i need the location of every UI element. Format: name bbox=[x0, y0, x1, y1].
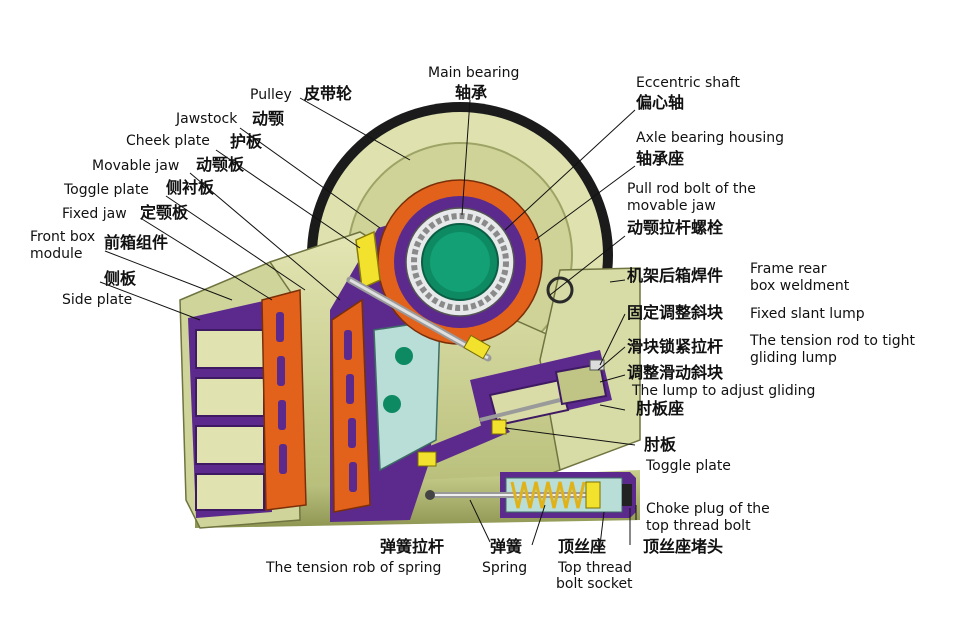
fixed-jaw-plate bbox=[261, 289, 307, 511]
frame-rear-box bbox=[470, 267, 641, 472]
cheek-plate bbox=[355, 230, 381, 290]
pulley-zh: 皮带轮 bbox=[304, 84, 353, 103]
eccentric-shaft-zh: 偏心轴 bbox=[636, 93, 685, 112]
toggle-right-en: Toggle plate bbox=[646, 458, 731, 474]
leader-lines bbox=[99, 97, 637, 546]
side-plate-zh: 侧板 bbox=[104, 269, 137, 288]
toggle-left-zh: 侧衬板 bbox=[166, 178, 215, 197]
spring-zh: 弹簧 bbox=[490, 537, 523, 556]
spring-rod-zh: 弹簧拉杆 bbox=[380, 537, 445, 556]
pull-rod-en-2: movable jaw bbox=[627, 198, 716, 214]
axle-housing-en: Axle bearing housing bbox=[636, 130, 785, 146]
toggle-right-zh: 肘板 bbox=[644, 435, 677, 454]
toggle-left-en: Toggle plate bbox=[64, 182, 149, 198]
choke-plug-zh: 顶丝座堵头 bbox=[643, 537, 724, 556]
fixed-slant-zh: 固定调整斜块 bbox=[627, 303, 724, 322]
cheek-plate-zh: 护板 bbox=[230, 132, 263, 151]
movable-jaw-zh: 动颚板 bbox=[196, 155, 245, 174]
front-box-en-1: Front box bbox=[30, 229, 96, 245]
toggle-plate bbox=[417, 418, 510, 467]
frame-rear-zh: 机架后箱焊件 bbox=[627, 266, 724, 285]
bearing-housing bbox=[377, 179, 543, 345]
adjust-gliding-zh: 调整滑动斜块 bbox=[627, 363, 724, 382]
pulley-en: Pulley bbox=[250, 87, 292, 103]
main-bearing-zh: 轴承 bbox=[455, 83, 488, 102]
movable-jaw-en: Movable jaw bbox=[92, 158, 180, 174]
toggle-seat-zh: 肘板座 bbox=[636, 399, 685, 418]
fixed-slant-en: Fixed slant lump bbox=[750, 306, 865, 322]
socket-en-2: bolt socket bbox=[556, 576, 633, 592]
axle-housing-zh: 轴承座 bbox=[636, 149, 685, 168]
fixed-jaw-zh: 定颚板 bbox=[140, 203, 189, 222]
tension-rod-en-1: The tension rod to tight bbox=[750, 333, 916, 349]
jawstock-en: Jawstock bbox=[176, 111, 238, 127]
side-plate-en: Side plate bbox=[62, 292, 133, 308]
choke-plug-en-2: top thread bolt bbox=[646, 518, 751, 534]
front-box-zh: 前箱组件 bbox=[104, 233, 169, 252]
spring-assembly bbox=[425, 472, 636, 518]
tension-rod-zh: 滑块锁紧拉杆 bbox=[627, 337, 724, 356]
frame-rear-en-2: box weldment bbox=[750, 278, 850, 294]
jawstock-zh: 动颚 bbox=[252, 109, 285, 128]
main-bearing-en: Main bearing bbox=[428, 65, 520, 81]
eccentric-shaft-en: Eccentric shaft bbox=[636, 75, 740, 91]
pull-rod-en-1: Pull rod bolt of the bbox=[627, 181, 756, 197]
adjust-gliding-en: The lump to adjust gliding bbox=[632, 383, 816, 399]
choke-plug-en-1: Choke plug of the bbox=[646, 501, 770, 517]
front-box-en-2: module bbox=[30, 246, 83, 262]
pull-rod-bolt bbox=[346, 276, 492, 362]
spring-en: Spring bbox=[482, 560, 528, 576]
socket-en-1: Top thread bbox=[558, 560, 632, 576]
fixed-jaw-en: Fixed jaw bbox=[62, 206, 127, 222]
fixed-jaw-teeth bbox=[276, 312, 287, 474]
spring-rod-en: The tension rob of spring bbox=[266, 560, 442, 576]
frame-rear-en-1: Frame rear bbox=[750, 261, 827, 277]
pull-rod-zh: 动颚拉杆螺栓 bbox=[627, 218, 724, 237]
tension-rod-en-2: gliding lump bbox=[750, 350, 837, 366]
socket-zh: 顶丝座 bbox=[558, 537, 607, 556]
cheek-plate-en: Cheek plate bbox=[126, 133, 210, 149]
front-box-module bbox=[179, 261, 301, 529]
